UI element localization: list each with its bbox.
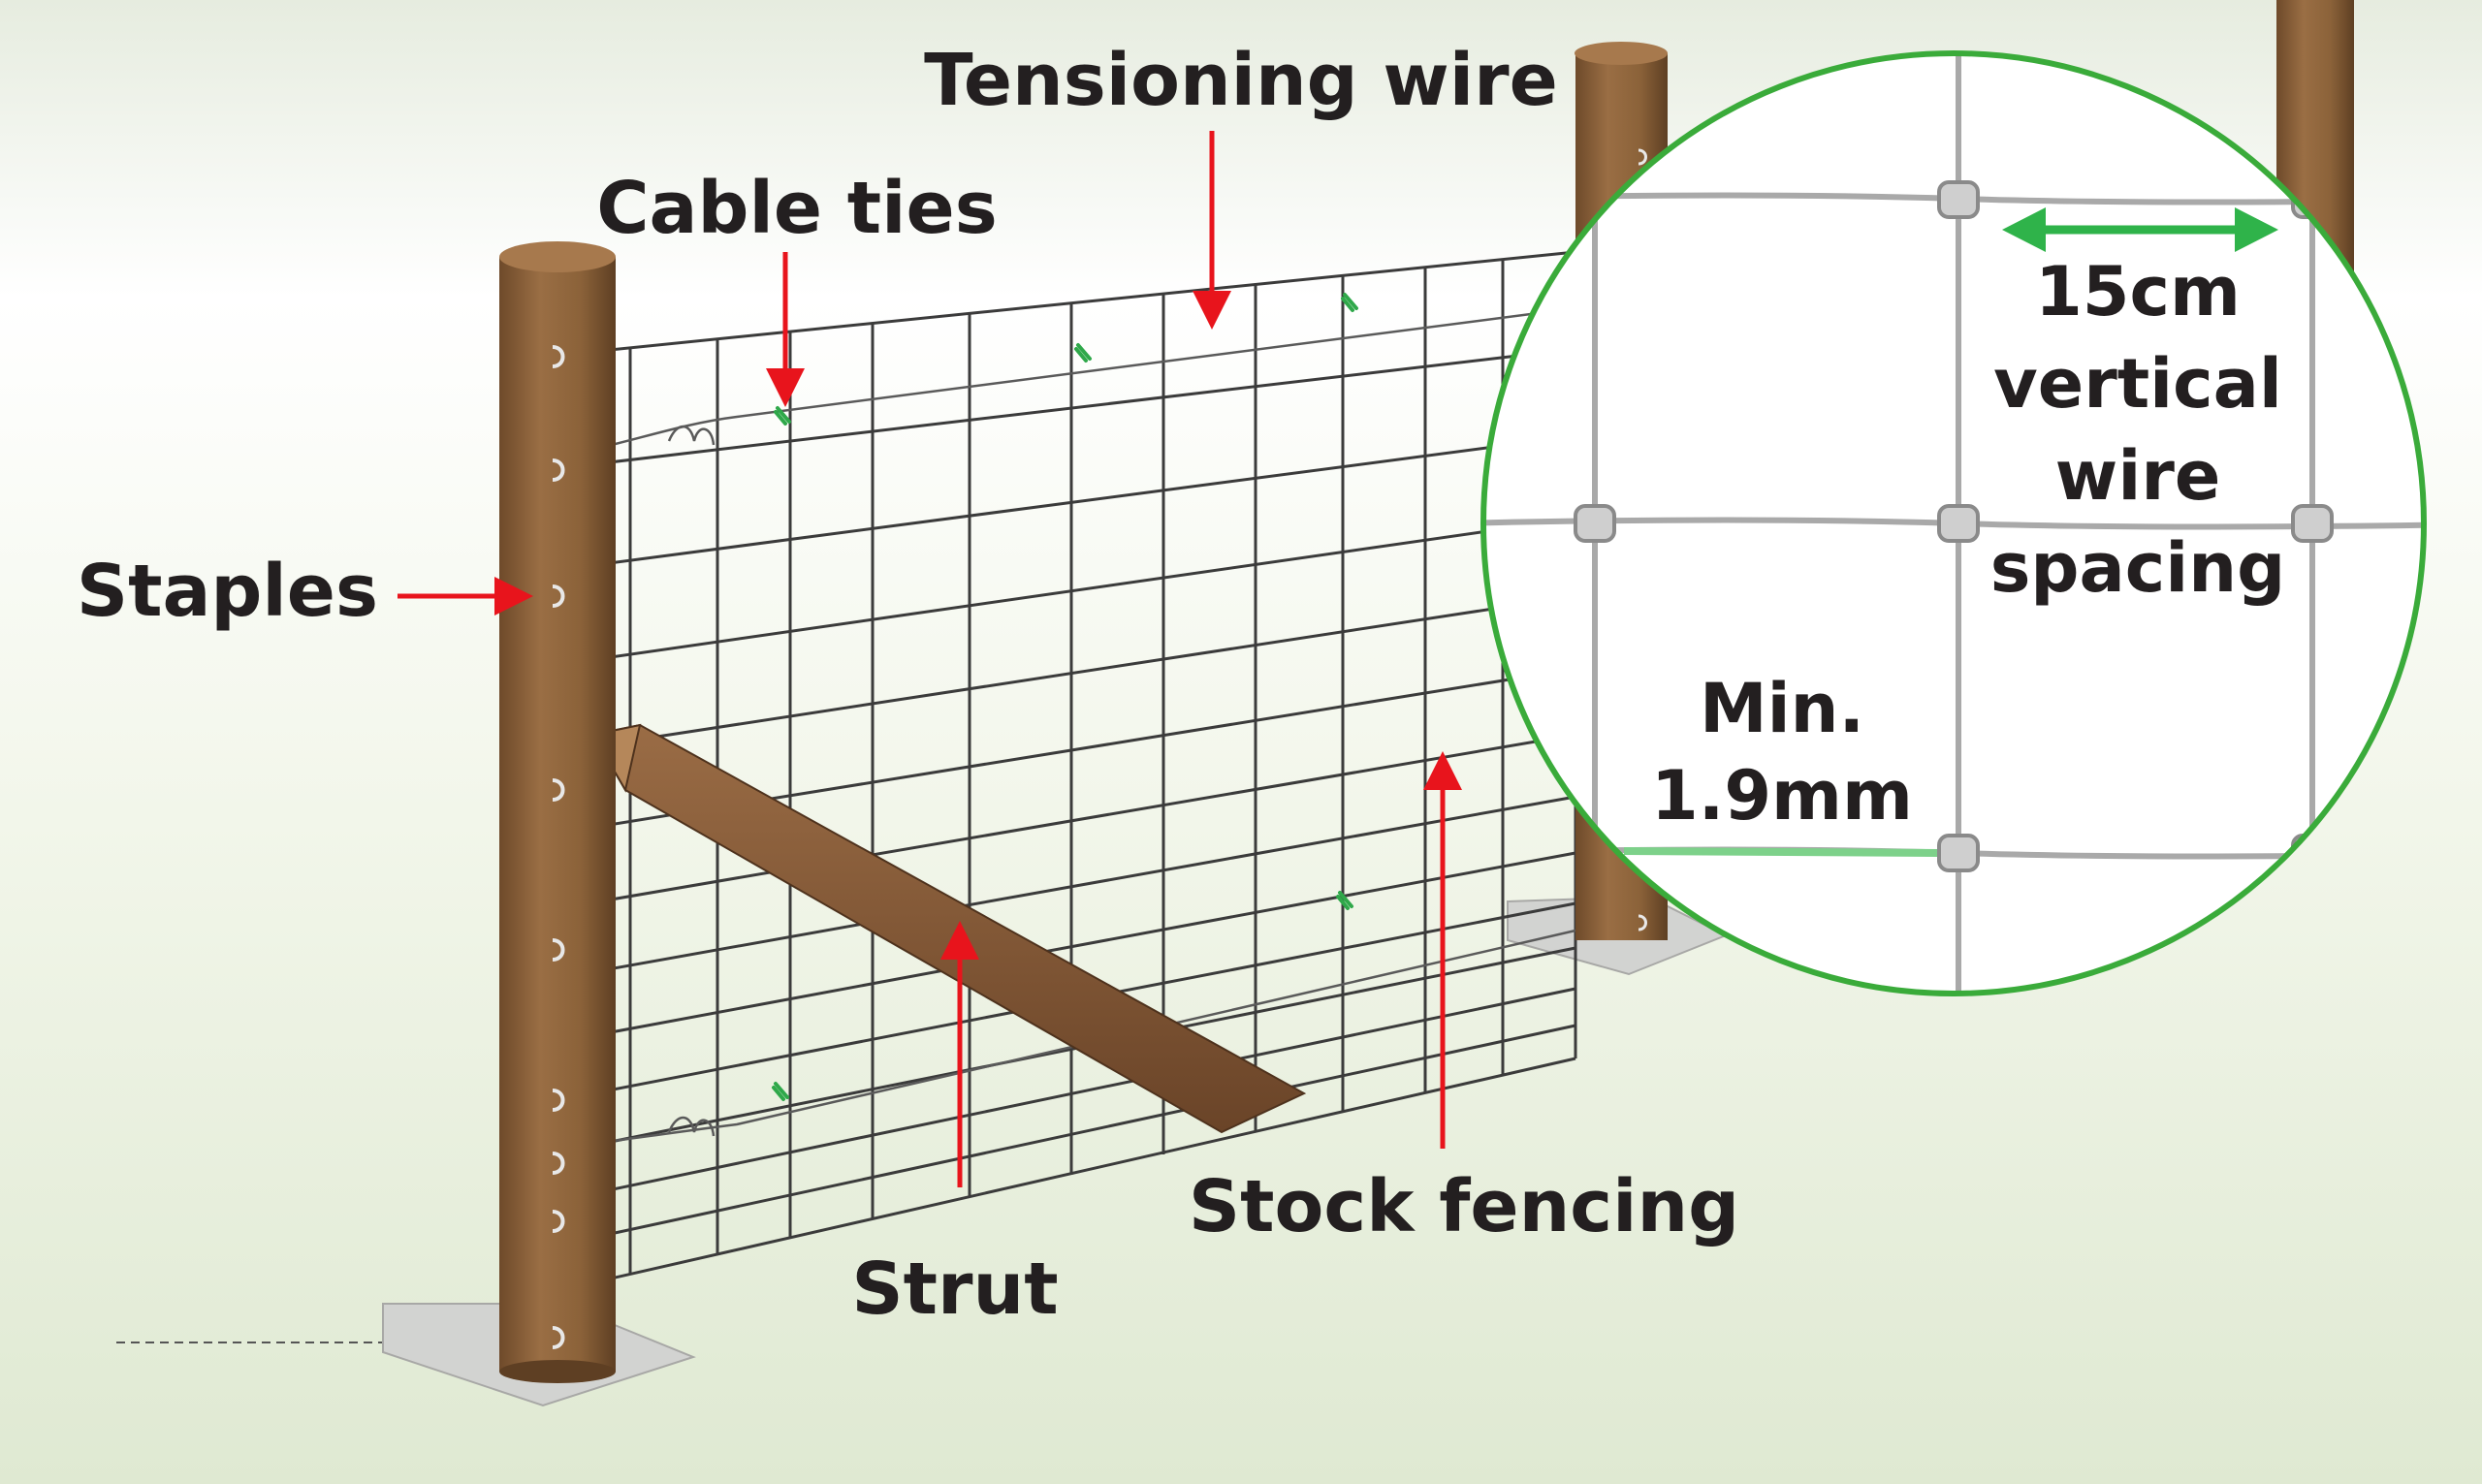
inset-ring — [1480, 50, 2427, 996]
tensioning-wire-label: Tensioning wire — [924, 39, 1558, 122]
spacing-line4-label: spacing — [1990, 528, 2285, 608]
strut-label: Strut — [851, 1247, 1058, 1331]
spacing-value-label: 15cm — [2035, 252, 2241, 332]
staples — [552, 345, 565, 1349]
staples-label: Staples — [77, 550, 378, 633]
post-front — [499, 241, 616, 1383]
min-label: Min. — [1700, 669, 1864, 748]
staples-middle-post — [1638, 148, 1647, 931]
cable-ties-label: Cable ties — [596, 167, 998, 250]
spacing-line2-label: vertical — [1993, 344, 2282, 424]
min-thickness-label: 1.9mm — [1651, 756, 1913, 836]
min-thickness-highlight — [1623, 847, 1940, 857]
spacing-line3-label: wire — [2055, 436, 2221, 516]
double-headed-arrow-icon — [2002, 207, 2278, 252]
stock-fencing-label: Stock fencing — [1189, 1165, 1739, 1248]
